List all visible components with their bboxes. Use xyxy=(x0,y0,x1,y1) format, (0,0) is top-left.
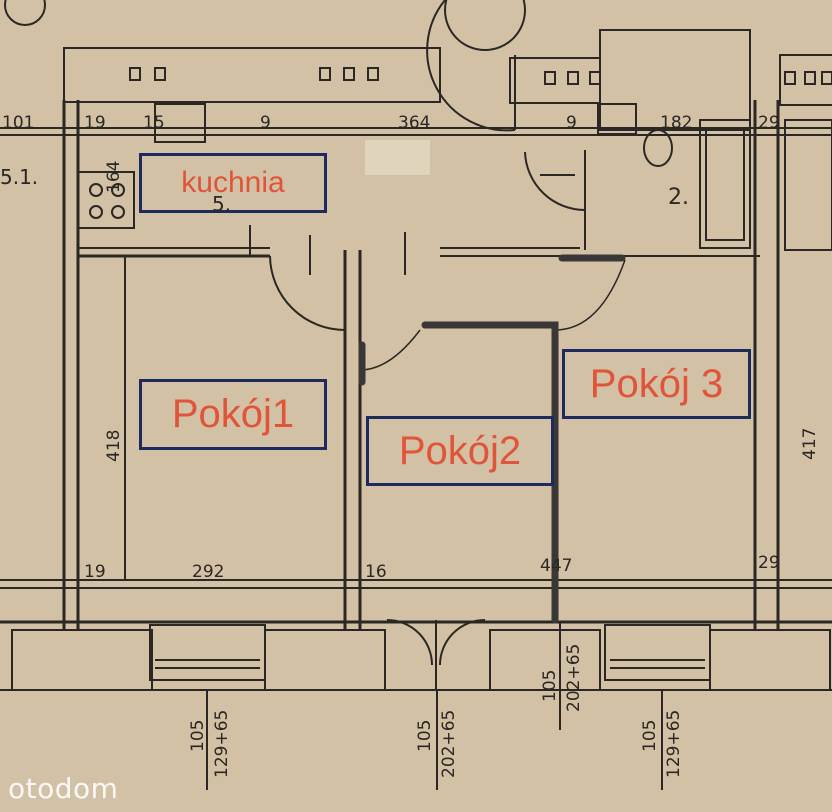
dim-door-105: 105 xyxy=(415,719,435,752)
dim-418: 418 xyxy=(104,429,124,462)
otodom-watermark: otodom xyxy=(8,772,119,805)
bathtub xyxy=(699,119,751,249)
top-wall xyxy=(63,47,441,103)
wall-segment xyxy=(709,629,831,691)
fixture-circle xyxy=(444,0,526,51)
dim-29-top: 29 xyxy=(758,113,780,133)
sink xyxy=(154,103,206,143)
room-label-room1: Pokój1 xyxy=(139,379,327,450)
room-label-room2: Pokój2 xyxy=(366,416,554,486)
dim-164: 164 xyxy=(104,160,124,193)
dim-101: 101 xyxy=(2,113,35,133)
dim-9b-top: 9 xyxy=(566,113,577,133)
bath-sink xyxy=(597,103,637,135)
room-label-kitchen: kuchnia xyxy=(139,153,327,213)
door-swing xyxy=(554,259,626,331)
door-swing xyxy=(524,151,586,211)
dim-win3-105: 105 xyxy=(640,719,660,752)
wall-segment xyxy=(489,629,601,691)
dim-182-top: 182 xyxy=(660,113,693,133)
dim-win2-105: 105 xyxy=(540,669,560,702)
dim-15-top: 15 xyxy=(143,113,165,133)
dim-9a-top: 9 xyxy=(260,113,271,133)
added-partition-wall xyxy=(421,321,559,624)
fixture-circle xyxy=(4,0,46,26)
door-swing xyxy=(386,619,433,666)
dim-364-top: 364 xyxy=(398,113,431,133)
room2-label: Pokój2 xyxy=(398,428,522,473)
label-5-1: 5.1. xyxy=(0,165,39,189)
toilet xyxy=(643,129,673,167)
window xyxy=(604,624,711,681)
wall-segment xyxy=(11,629,153,691)
wall-segment xyxy=(264,629,386,691)
dim-win1-129: 129+65 xyxy=(212,709,232,778)
stove xyxy=(77,171,135,229)
door-swing xyxy=(439,619,486,666)
dim-16-bottom: 16 xyxy=(365,562,387,582)
door-swing xyxy=(269,255,346,331)
dim-win1-105: 105 xyxy=(188,719,208,752)
dim-29-bottom: 29 xyxy=(758,553,780,573)
dim-19-top: 19 xyxy=(84,113,106,133)
window xyxy=(149,624,266,681)
label-2: 2. xyxy=(668,185,689,210)
dim-292-bottom: 292 xyxy=(192,562,225,582)
dim-win2-202: 202+65 xyxy=(564,643,584,712)
room-label-room3: Pokój 3 xyxy=(562,349,751,419)
kitchen-label: kuchnia xyxy=(181,166,285,199)
dim-19-bottom: 19 xyxy=(84,562,106,582)
dim-417: 417 xyxy=(800,427,820,460)
dim-door-202: 202+65 xyxy=(439,709,459,778)
door-swing xyxy=(426,0,516,132)
room3-label: Pokój 3 xyxy=(589,361,724,406)
dim-win3-129: 129+65 xyxy=(664,709,684,778)
dim-447-bottom: 447 xyxy=(540,556,573,576)
room1-label: Pokój1 xyxy=(171,392,295,436)
label-5: 5. xyxy=(212,192,232,216)
top-wall xyxy=(779,54,832,106)
